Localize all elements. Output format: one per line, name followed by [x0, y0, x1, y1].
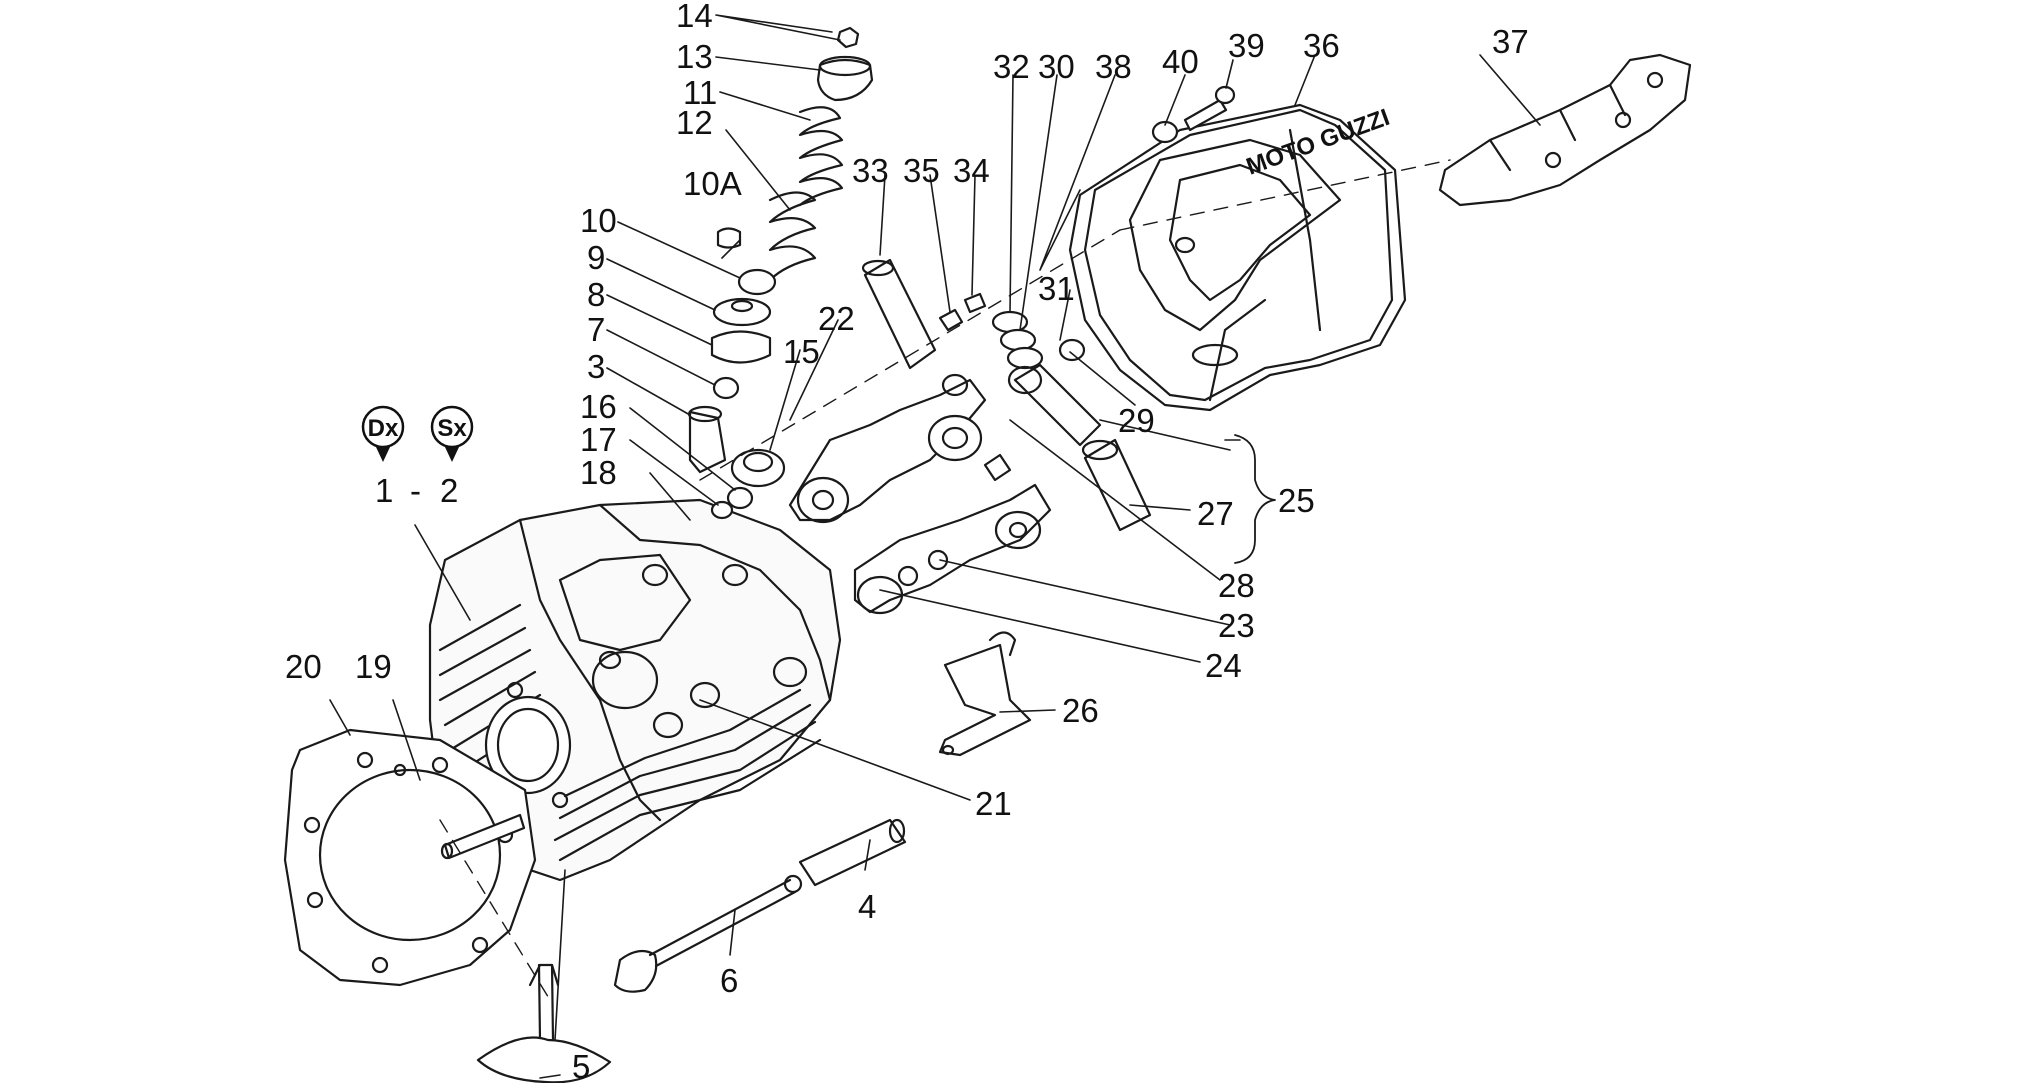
callout: 7: [587, 311, 605, 348]
callout: 26: [1062, 692, 1099, 729]
callout: 28: [1218, 567, 1255, 604]
badge-sx-text: Sx: [437, 415, 467, 442]
callout-labels: 14 13 11 12 10A 10 9 8 7 3 16 17 18 15 2…: [285, 0, 1529, 1085]
axis-dash-lines: [439, 159, 1451, 1001]
tappet-assembly: [1007, 363, 1152, 532]
callout: 17: [580, 421, 617, 458]
exhaust-valve: [476, 963, 612, 1084]
callout: 9: [587, 239, 605, 276]
callout: 37: [1492, 23, 1529, 60]
callout: 25: [1278, 482, 1315, 519]
callout: 21: [975, 785, 1012, 822]
leader-lines: [329, 14, 1541, 1079]
cover-bolt: [1151, 85, 1236, 144]
pushrod: [861, 258, 937, 370]
stud: [440, 813, 526, 860]
callout: 12: [676, 104, 713, 141]
callout: 24: [1205, 647, 1242, 684]
intake-valve: [613, 874, 803, 993]
rocker-cover-gasket: [1068, 103, 1407, 412]
valve-guide: [798, 818, 907, 887]
rocker-assembly: [710, 373, 1052, 615]
callout: 34: [953, 152, 990, 189]
callout: 27: [1197, 495, 1234, 532]
callout: 18: [580, 454, 617, 491]
callout: 20: [285, 648, 322, 685]
reference-numbers: 1 - 2: [375, 472, 458, 509]
callout: 29: [1118, 402, 1155, 439]
reference-separator: -: [410, 472, 421, 509]
callout: 14: [676, 0, 713, 34]
callout: 36: [1303, 27, 1340, 64]
callout: 8: [587, 276, 605, 313]
callout: 10A: [683, 165, 742, 202]
callout: 4: [858, 888, 876, 925]
callout: 11: [683, 74, 717, 111]
callout: 31: [1038, 270, 1075, 307]
bracket: [938, 631, 1032, 757]
callout: 23: [1218, 607, 1255, 644]
callout: 16: [580, 388, 617, 425]
valve-spring-stack: [687, 26, 874, 474]
callout: 6: [720, 962, 738, 999]
group-brace: [1234, 434, 1276, 564]
callout: 40: [1162, 43, 1199, 80]
callout: 19: [355, 648, 392, 685]
callout: 38: [1095, 48, 1132, 85]
callout: 39: [1228, 27, 1265, 64]
side-badge-dx: Dx: [361, 405, 405, 462]
badge-dx-text: Dx: [368, 415, 399, 442]
callout: 10: [580, 202, 617, 239]
spacers: [991, 310, 1086, 370]
reference-right: 2: [440, 472, 458, 509]
callout: 32: [993, 48, 1030, 85]
callout: 3: [587, 348, 605, 385]
callout: 15: [783, 333, 820, 370]
small-fasteners: [938, 292, 987, 332]
callout: 5: [572, 1048, 590, 1083]
callout: 13: [676, 38, 713, 75]
callout: 30: [1038, 48, 1075, 85]
cylinder-head: [428, 498, 842, 882]
callout: 35: [903, 152, 940, 189]
side-badge-sx: Sx: [430, 405, 474, 462]
head-gasket: [283, 728, 537, 987]
callout: 22: [818, 300, 855, 337]
reference-left: 1: [375, 472, 393, 509]
callout: 33: [852, 152, 889, 189]
side-cover: [1438, 53, 1692, 207]
